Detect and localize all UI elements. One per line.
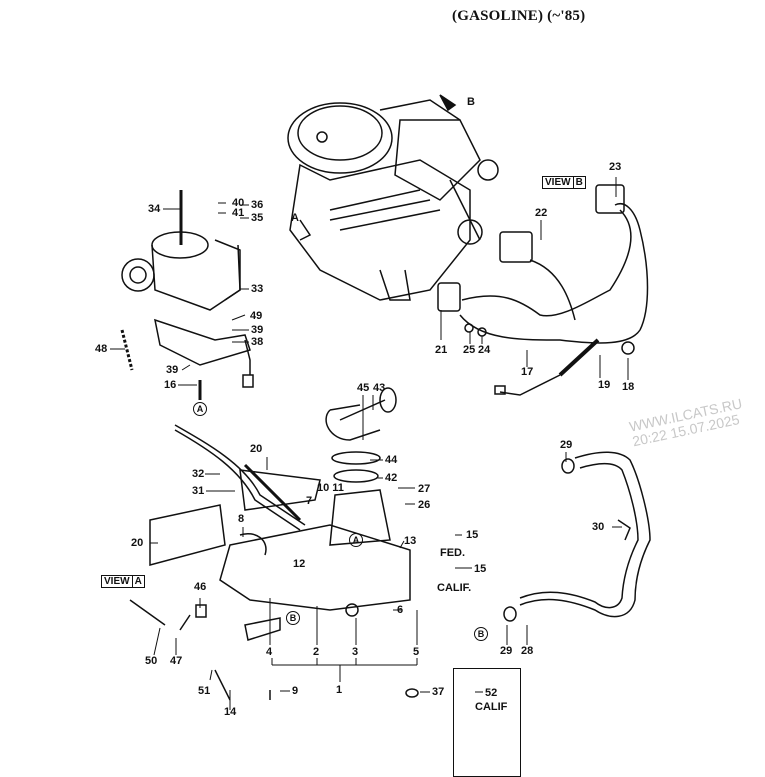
callout-30: 30 <box>592 521 605 533</box>
callout-32: 32 <box>192 468 205 480</box>
callout-7: 7 <box>306 495 313 507</box>
callout-34: 34 <box>148 203 161 215</box>
diagram-title: (GASOLINE) (~'85) <box>452 8 586 24</box>
callout-38: 38 <box>251 336 264 348</box>
engine-view-b-label: B <box>467 96 475 108</box>
callout-8: 8 <box>238 513 245 525</box>
callout-33: 33 <box>251 283 264 295</box>
callout-48: 48 <box>95 343 108 355</box>
callout-15-fed: 15 <box>466 529 479 541</box>
callout-46: 46 <box>194 581 207 593</box>
callout-35: 35 <box>251 212 264 224</box>
calif-note: CALIF <box>475 701 508 713</box>
callout-12: 12 <box>293 558 306 570</box>
marker-b-manifold: B <box>286 611 300 625</box>
leader-lines <box>110 177 629 710</box>
callout-9: 9 <box>292 685 299 697</box>
callout-39-lower: 39 <box>166 364 179 376</box>
callout-1: 1 <box>336 684 343 696</box>
callout-3: 3 <box>352 646 359 658</box>
callout-29-lower: 29 <box>500 645 513 657</box>
callout-14: 14 <box>224 706 237 718</box>
callout-44: 44 <box>385 454 398 466</box>
exhaust-manifold <box>437 184 649 396</box>
callout-43: 43 <box>373 382 386 394</box>
callout-15-calif: 15 <box>474 563 487 575</box>
callout-42: 42 <box>385 472 398 484</box>
callout-45: 45 <box>357 382 370 394</box>
callout-36: 36 <box>251 199 264 211</box>
callout-10-11: 10 11 <box>317 482 344 494</box>
callout-4: 4 <box>266 646 273 658</box>
callout-18: 18 <box>622 381 635 393</box>
callout-28: 28 <box>521 645 534 657</box>
callout-23: 23 <box>609 161 622 173</box>
engine-view-a-label: A <box>291 212 299 224</box>
callout-21: 21 <box>435 344 448 356</box>
callout-5: 5 <box>413 646 420 658</box>
callout-47: 47 <box>170 655 183 667</box>
callout-41: 41 <box>232 207 245 219</box>
callout-39-upper: 39 <box>251 324 264 336</box>
marker-a-manifold: A <box>349 533 363 547</box>
marker-b-hose: B <box>474 627 488 641</box>
callout-27: 27 <box>418 483 431 495</box>
callout-20-upper: 20 <box>250 443 263 455</box>
marker-a-carb: A <box>193 402 207 416</box>
callout-26: 26 <box>418 499 431 511</box>
callout-51: 51 <box>198 685 211 697</box>
callout-13: 13 <box>404 535 417 547</box>
callout-49: 49 <box>250 310 263 322</box>
note-fed: FED. <box>440 547 466 559</box>
carburetor <box>120 190 254 400</box>
callout-31: 31 <box>192 485 205 497</box>
water-hose <box>503 451 651 622</box>
callout-22: 22 <box>535 207 548 219</box>
intake-manifold <box>129 387 419 701</box>
callout-16: 16 <box>164 379 177 391</box>
note-calif: CALIF. <box>437 582 472 594</box>
callout-37: 37 <box>432 686 445 698</box>
calif-only-box: 52 CALIF <box>453 668 521 777</box>
callout-20-lower: 20 <box>131 537 144 549</box>
callout-17: 17 <box>521 366 534 378</box>
callout-19: 19 <box>598 379 611 391</box>
callout-24: 24 <box>478 344 491 356</box>
callout-6: 6 <box>397 604 404 616</box>
callout-40: 40 <box>232 197 245 209</box>
callout-52: 52 <box>485 687 498 699</box>
callout-50: 50 <box>145 655 158 667</box>
callout-29-upper: 29 <box>560 439 573 451</box>
callout-2: 2 <box>313 646 320 658</box>
engine-assembly <box>287 94 499 301</box>
callout-25: 25 <box>463 344 476 356</box>
